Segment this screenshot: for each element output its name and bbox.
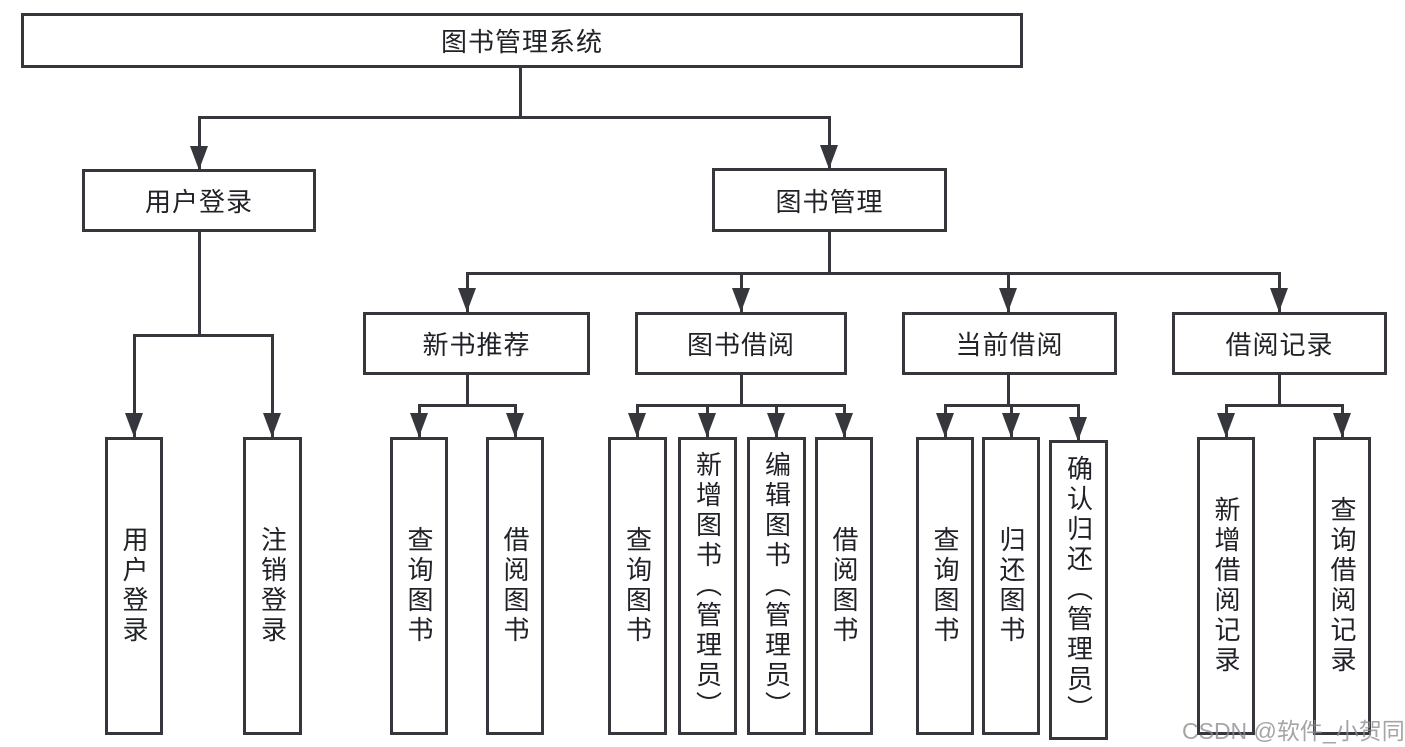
arrowhead-down-icon <box>263 413 281 437</box>
node-label: 用户登录 <box>144 187 253 217</box>
arrowhead-down-icon <box>1217 413 1235 437</box>
leaf-current-confirm-return-admin: 确认归还（管理员） <box>1049 440 1108 740</box>
leaf-borrow-borrow-books: 借阅图书 <box>815 437 873 735</box>
node-label: 当前借阅 <box>955 330 1064 360</box>
node-label: 新增借阅记录 <box>1211 496 1241 676</box>
node-label: 确认归还（管理员） <box>1063 455 1094 725</box>
node-label: 图书管理 <box>775 186 884 217</box>
connector-line <box>133 333 274 337</box>
leaf-recommend-query-books: 查询图书 <box>390 437 448 735</box>
node-user-login: 用户登录 <box>82 169 316 232</box>
leaf-current-query-books: 查询图书 <box>916 437 974 735</box>
node-label: 借阅图书 <box>500 526 530 646</box>
node-label: 用户登录 <box>119 526 149 646</box>
leaf-records-query-record: 查询借阅记录 <box>1313 437 1371 735</box>
leaf-borrow-edit-books-admin: 编辑图书（管理员） <box>747 437 806 735</box>
connector-line <box>465 373 469 406</box>
leaf-user-login: 用户登录 <box>105 437 163 735</box>
arrowhead-down-icon <box>628 413 646 437</box>
arrowhead-down-icon <box>999 288 1017 312</box>
node-label: 查询图书 <box>622 526 653 646</box>
node-label: 查询图书 <box>404 526 434 646</box>
connector-line <box>1225 403 1344 407</box>
node-new-book-recommend: 新书推荐 <box>363 312 590 375</box>
node-book-management: 图书管理 <box>712 168 947 232</box>
arrowhead-down-icon <box>1069 417 1087 441</box>
leaf-logout: 注销登录 <box>243 437 302 735</box>
connector-line <box>197 117 201 170</box>
node-label: 新增图书（管理员） <box>692 451 723 721</box>
node-book-borrowing: 图书借阅 <box>635 312 847 375</box>
node-label: 借阅记录 <box>1225 330 1334 360</box>
leaf-borrow-query-books: 查询图书 <box>608 437 667 735</box>
connector-line <box>418 403 517 407</box>
arrowhead-down-icon <box>125 413 143 437</box>
arrowhead-down-icon <box>698 413 716 437</box>
arrowhead-down-icon <box>190 146 208 170</box>
arrowhead-down-icon <box>458 288 476 312</box>
connector-line <box>466 271 1281 275</box>
connector-line <box>270 334 274 437</box>
connector-line <box>518 66 522 118</box>
node-label: 图书管理系统 <box>440 27 603 57</box>
connector-line <box>132 334 136 437</box>
connector-line <box>1277 373 1281 406</box>
connector-line <box>198 115 831 119</box>
node-label: 编辑图书（管理员） <box>761 451 792 721</box>
node-label: 新书推荐 <box>422 330 531 360</box>
node-label: 借阅图书 <box>829 526 859 646</box>
node-label: 查询图书 <box>930 526 960 646</box>
node-label: 图书借阅 <box>686 330 795 360</box>
node-label: 归还图书 <box>996 526 1026 646</box>
arrowhead-down-icon <box>506 413 524 437</box>
node-label: 注销登录 <box>257 526 288 646</box>
node-label: 查询借阅记录 <box>1327 496 1357 676</box>
connector-line <box>827 117 831 169</box>
leaf-recommend-borrow-books: 借阅图书 <box>486 437 544 735</box>
node-current-borrowing: 当前借阅 <box>902 312 1117 375</box>
arrowhead-down-icon <box>820 145 838 169</box>
arrowhead-down-icon <box>410 413 428 437</box>
arrowhead-down-icon <box>936 413 954 437</box>
connector-line <box>636 403 846 407</box>
connector-line <box>197 231 201 336</box>
leaf-current-return-books: 归还图书 <box>982 437 1040 735</box>
arrowhead-down-icon <box>767 413 785 437</box>
arrowhead-down-icon <box>1002 413 1020 437</box>
connector-line <box>944 403 1080 407</box>
arrowhead-down-icon <box>1333 413 1351 437</box>
connector-line <box>739 373 743 406</box>
connector-line <box>827 230 831 274</box>
csdn-watermark: CSDN @软件_小贺同学 <box>1182 718 1405 744</box>
arrowhead-down-icon <box>732 288 750 312</box>
leaf-records-add-record: 新增借阅记录 <box>1197 437 1255 735</box>
arrowhead-down-icon <box>835 413 853 437</box>
connector-line <box>1006 373 1010 406</box>
node-library-management-system: 图书管理系统 <box>21 13 1023 68</box>
node-borrowing-records: 借阅记录 <box>1172 312 1387 375</box>
leaf-borrow-add-books-admin: 新增图书（管理员） <box>678 437 737 735</box>
arrowhead-down-icon <box>1270 288 1288 312</box>
